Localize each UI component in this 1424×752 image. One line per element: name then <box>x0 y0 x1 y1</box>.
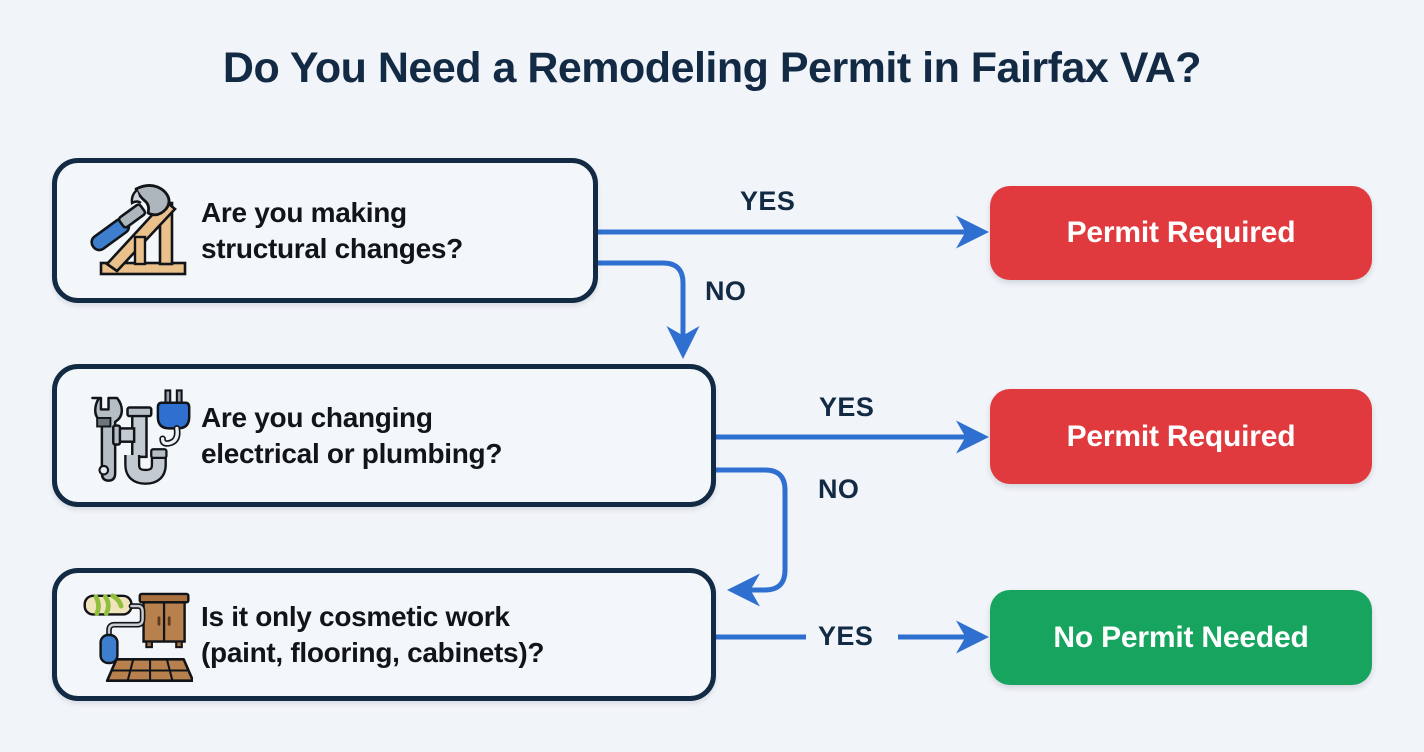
decision-box-structural[interactable]: Are you making structural changes? <box>52 158 598 303</box>
wrench-pipe-plug-icon <box>91 388 191 485</box>
edge-label-no-2: NO <box>818 474 860 504</box>
edge-label-yes-3: YES <box>818 621 874 651</box>
edge-label-yes-2: YES <box>819 392 875 422</box>
result-badge-permit-required-2[interactable]: Permit Required <box>990 389 1372 484</box>
result-badge-no-permit-needed[interactable]: No Permit Needed <box>990 590 1372 685</box>
hammer-and-wood-frame-icon <box>90 183 187 275</box>
decision-line-2: (paint, flooring, cabinets)? <box>201 636 545 668</box>
edge-no-1 <box>593 260 700 359</box>
decision-box-electrical-plumbing[interactable]: Are you changing electrical or plumbing? <box>52 364 716 507</box>
paint-roller-cabinet-flooring-icon <box>83 592 193 682</box>
decision-box-cosmetic[interactable]: Is it only cosmetic work (paint, floorin… <box>52 568 716 701</box>
decision-text-structural: Are you making structural changes? <box>201 195 463 266</box>
decision-text-cosmetic: Is it only cosmetic work (paint, floorin… <box>201 599 544 670</box>
decision-line-1: Are you making <box>201 197 407 229</box>
edge-label-yes-1: YES <box>740 186 796 216</box>
decision-line-2: structural changes? <box>201 232 463 264</box>
edge-label-no-1: NO <box>705 276 747 306</box>
decision-line-1: Is it only cosmetic work <box>201 601 510 633</box>
decision-text-electrical-plumbing: Are you changing electrical or plumbing? <box>201 400 502 471</box>
page-title: Do You Need a Remodeling Permit in Fairf… <box>222 44 1202 92</box>
edge-no-2 <box>711 467 788 607</box>
result-badge-permit-required-1[interactable]: Permit Required <box>990 186 1372 280</box>
decision-line-2: electrical or plumbing? <box>201 437 503 469</box>
decision-line-1: Are you changing <box>201 402 433 434</box>
